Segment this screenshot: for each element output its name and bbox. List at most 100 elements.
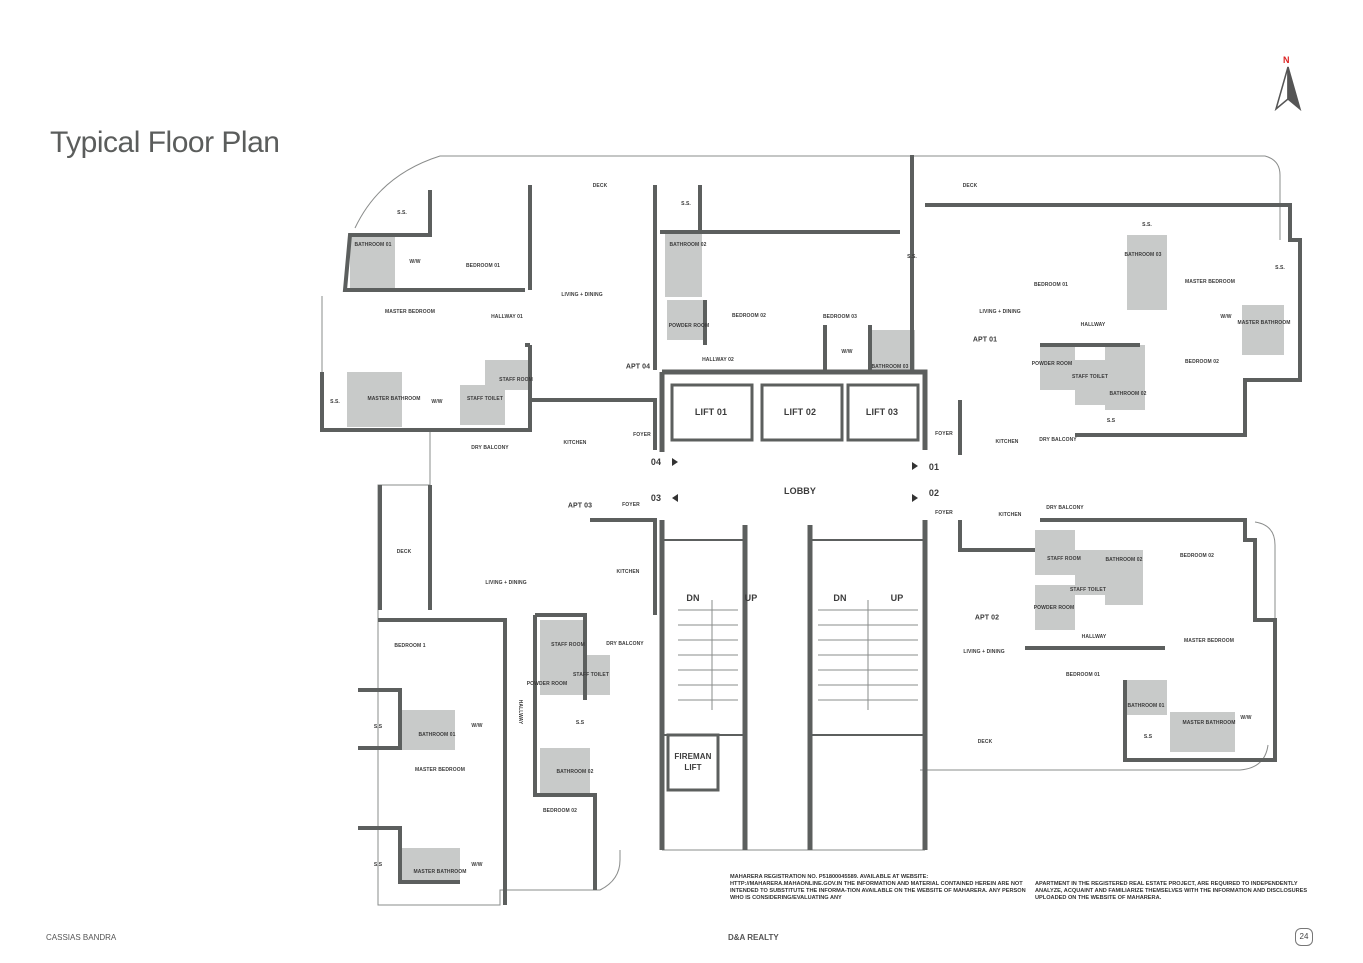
room-label: BEDROOM 01 bbox=[1065, 672, 1101, 678]
room-label: S.S. bbox=[1142, 222, 1152, 228]
room-label: LIVING + DINING bbox=[979, 309, 1021, 315]
room-label: S.S bbox=[575, 720, 585, 726]
room-label: FOYER bbox=[935, 510, 953, 516]
room-label: POWDER ROOM bbox=[526, 681, 568, 687]
room-label: W/W bbox=[471, 862, 483, 868]
room-label: S.S. bbox=[330, 399, 340, 405]
room-label: STAFF TOILET bbox=[572, 672, 610, 678]
room-label: MASTER BATHROOM bbox=[1182, 720, 1236, 726]
room-label: MASTER BEDROOM bbox=[1184, 279, 1236, 285]
room-label: S.S bbox=[373, 724, 383, 730]
room-label: BEDROOM 02 bbox=[542, 808, 578, 814]
core-label: 01 bbox=[928, 462, 940, 472]
room-label: POWDER ROOM bbox=[1031, 361, 1073, 367]
room-label: BATHROOM 02 bbox=[669, 242, 707, 248]
room-label: FOYER bbox=[935, 431, 953, 437]
north-compass: N bbox=[1272, 55, 1304, 113]
room-label: KITCHEN bbox=[616, 569, 640, 575]
room-label: DECK bbox=[977, 739, 993, 745]
room-label: S.S. bbox=[397, 210, 407, 216]
room-label: S.S bbox=[1143, 734, 1153, 740]
room-label: MASTER BEDROOM bbox=[384, 309, 436, 315]
room-label: MASTER BATHROOM bbox=[1237, 320, 1291, 326]
core-label: LIFT 03 bbox=[865, 407, 899, 417]
room-label: BEDROOM 01 bbox=[465, 263, 501, 269]
core-label: UP bbox=[744, 593, 758, 603]
disclaimer-col-1: MAHARERA REGISTRATION NO. P51800045589. … bbox=[730, 874, 1026, 901]
room-label: DRY BALCONY bbox=[606, 641, 644, 647]
room-label: STAFF ROOM bbox=[551, 642, 585, 648]
room-label: S.S bbox=[1106, 418, 1116, 424]
room-label: BATHROOM 03 bbox=[1124, 252, 1162, 258]
page-title: Typical Floor Plan bbox=[50, 126, 280, 159]
room-label: HALLWAY bbox=[1080, 322, 1106, 328]
room-label: BEDROOM 02 bbox=[1184, 359, 1220, 365]
room-label: DECK bbox=[592, 183, 608, 189]
room-label: W/W bbox=[1220, 314, 1232, 320]
room-label: BATHROOM 01 bbox=[418, 732, 456, 738]
room-label: W/W bbox=[1240, 715, 1252, 721]
north-arrow-icon bbox=[1274, 66, 1302, 112]
room-label: S.S bbox=[373, 862, 383, 868]
room-label: MASTER BEDROOM bbox=[1183, 638, 1235, 644]
footer-project-name: CASSIAS BANDRA bbox=[46, 933, 117, 942]
compass-north-label: N bbox=[1283, 55, 1290, 65]
room-label: BEDROOM 01 bbox=[1033, 282, 1069, 288]
room-label: W/W bbox=[471, 723, 483, 729]
room-label: BATHROOM 02 bbox=[1105, 557, 1143, 563]
room-label: BATHROOM 03 bbox=[871, 364, 909, 370]
room-label: BEDROOM 02 bbox=[1179, 553, 1215, 559]
core-label: DN bbox=[833, 593, 847, 603]
room-label: STAFF ROOM bbox=[499, 377, 533, 383]
room-label: KITCHEN bbox=[563, 440, 587, 446]
core-label: LIFT 02 bbox=[783, 407, 817, 417]
disclaimer-col-2: APARTMENT IN THE REGISTERED REAL ESTATE … bbox=[1035, 881, 1308, 901]
room-label: KITCHEN bbox=[998, 512, 1022, 518]
room-label: LIVING + DINING bbox=[485, 580, 527, 586]
room-label: S.S. bbox=[681, 201, 691, 207]
room-label: BEDROOM 02 bbox=[731, 313, 767, 319]
room-label: BATHROOM 01 bbox=[354, 242, 392, 248]
room-label: BEDROOM 03 bbox=[822, 314, 858, 320]
room-label: DRY BALCONY bbox=[1046, 505, 1084, 511]
room-label: LIVING + DINING bbox=[561, 292, 603, 298]
room-label: STAFF TOILET bbox=[466, 396, 504, 402]
room-label: W/W bbox=[431, 399, 443, 405]
room-label: KITCHEN bbox=[995, 439, 1019, 445]
room-label: BATHROOM 02 bbox=[556, 769, 594, 775]
room-label: HALLWAY 02 bbox=[702, 357, 734, 363]
room-label: BEDROOM 1 bbox=[394, 643, 426, 649]
room-label: STAFF ROOM bbox=[1047, 556, 1081, 562]
footer-developer: D&A REALTY bbox=[728, 933, 779, 942]
room-label: BATHROOM 02 bbox=[1109, 391, 1147, 397]
room-label: MASTER BEDROOM bbox=[414, 767, 466, 773]
room-label: FOYER bbox=[622, 502, 640, 508]
core-label: LOBBY bbox=[784, 486, 816, 496]
room-label: STAFF TOILET bbox=[1069, 587, 1107, 593]
room-label: W/W bbox=[841, 349, 853, 355]
core-label: LIFT 01 bbox=[694, 407, 728, 417]
room-label: MASTER BATHROOM bbox=[367, 396, 421, 402]
room-label: STAFF TOILET bbox=[1071, 374, 1109, 380]
room-label: APT 01 bbox=[972, 336, 998, 344]
room-label: MASTER BATHROOM bbox=[413, 869, 467, 875]
core-label: 04 bbox=[650, 457, 662, 467]
core-label: DN bbox=[686, 593, 700, 603]
room-label: LIVING + DINING bbox=[963, 649, 1005, 655]
room-label: APT 04 bbox=[625, 363, 651, 371]
room-label: HALLWAY bbox=[517, 699, 523, 725]
core-label: UP bbox=[890, 593, 904, 603]
room-label: HALLWAY 01 bbox=[491, 314, 523, 320]
room-label: DECK bbox=[396, 549, 412, 555]
room-label: POWDER ROOM bbox=[1033, 605, 1075, 611]
room-label: FOYER bbox=[633, 432, 651, 438]
room-label: APT 02 bbox=[974, 614, 1000, 622]
room-label: HALLWAY bbox=[1081, 634, 1107, 640]
room-label: DRY BALCONY bbox=[471, 445, 509, 451]
room-label: W/W bbox=[409, 259, 421, 265]
room-label: S.S. bbox=[1275, 265, 1285, 271]
core-label: 02 bbox=[928, 488, 940, 498]
core-label: FIREMAN LIFT bbox=[674, 752, 712, 772]
